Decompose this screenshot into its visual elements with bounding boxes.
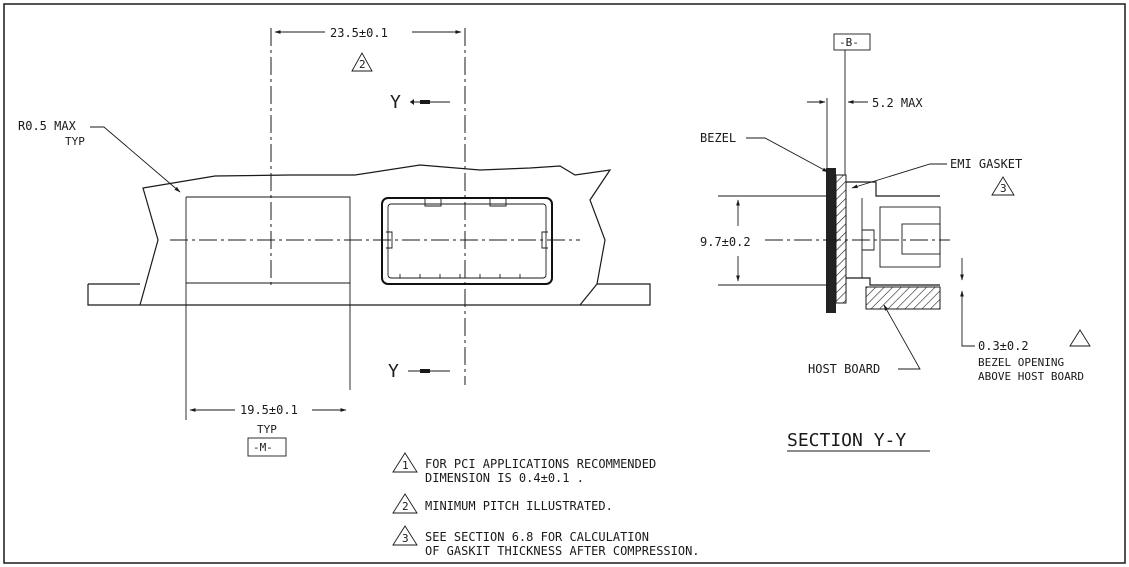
height-dimension: 9.7±0.2 [700, 235, 751, 249]
note-3-line-2: OF GASKIT THICKNESS AFTER COMPRESSION. [425, 544, 700, 558]
datum-b: -B- [839, 36, 859, 49]
svg-text:3: 3 [402, 532, 409, 545]
note-1-marker-icon [392, 452, 418, 473]
pitch-dimension: 23.5±0.1 [330, 26, 388, 40]
svg-text:1: 1 [402, 459, 409, 472]
note-3-marker-icon [392, 525, 418, 546]
note-2-marker-icon [392, 493, 418, 514]
note-1-triangle-icon [1069, 329, 1091, 347]
note-1-line-1: FOR PCI APPLICATIONS RECOMMENDED [425, 457, 656, 471]
bezel-label: BEZEL [700, 131, 736, 145]
section-title: SECTION Y-Y [787, 430, 906, 451]
host-board-label: HOST BOARD [808, 362, 880, 376]
radius-label: R0.5 MAX [18, 119, 77, 133]
notes-block: 1 FOR PCI APPLICATIONS RECOMMENDED DIMEN… [392, 452, 700, 558]
emi-gasket-label: EMI GASKET [950, 157, 1022, 171]
note-3-triangle-icon: 3 [991, 176, 1015, 196]
note-1: 1 FOR PCI APPLICATIONS RECOMMENDED DIMEN… [392, 452, 656, 485]
width-dimension: 19.5±0.1 [240, 403, 298, 417]
section-view: -B- 5.2 MAX 9.7±0.2 BEZEL EMI GASKET [700, 33, 1091, 452]
svg-text:3: 3 [1000, 182, 1007, 195]
drawing-frame [3, 3, 1126, 564]
note-2-line-1: MINIMUM PITCH ILLUSTRATED. [425, 499, 613, 513]
note-1-line-2: DIMENSION IS 0.4±0.1 . [425, 471, 584, 485]
svg-text:2: 2 [402, 500, 409, 513]
radius-sub-label: TYP [65, 135, 85, 148]
note-2: 2 MINIMUM PITCH ILLUSTRATED. [392, 493, 613, 514]
max-dimension: 5.2 MAX [872, 96, 923, 110]
opening-dimension: 0.3±0.2 [978, 339, 1029, 353]
datum-m: -M- [253, 441, 273, 454]
bezel-opening-label-2: ABOVE HOST BOARD [978, 370, 1084, 383]
width-sub-label: TYP [257, 423, 277, 436]
svg-text:2: 2 [359, 58, 366, 71]
connector-cage [381, 197, 553, 285]
section-mark-bottom: Y [388, 361, 399, 382]
note-2-triangle-icon: 2 [351, 52, 373, 72]
note-3: 3 SEE SECTION 6.8 FOR CALCULATION OF GAS… [392, 525, 700, 558]
bezel-opening-label-1: BEZEL OPENING [978, 356, 1064, 369]
front-view: 23.5±0.1 2 R0.5 MAX TYP Y Y 19.5±0.1 TYP… [18, 26, 651, 457]
note-3-line-1: SEE SECTION 6.8 FOR CALCULATION [425, 530, 649, 544]
section-mark-top: Y [390, 92, 401, 113]
